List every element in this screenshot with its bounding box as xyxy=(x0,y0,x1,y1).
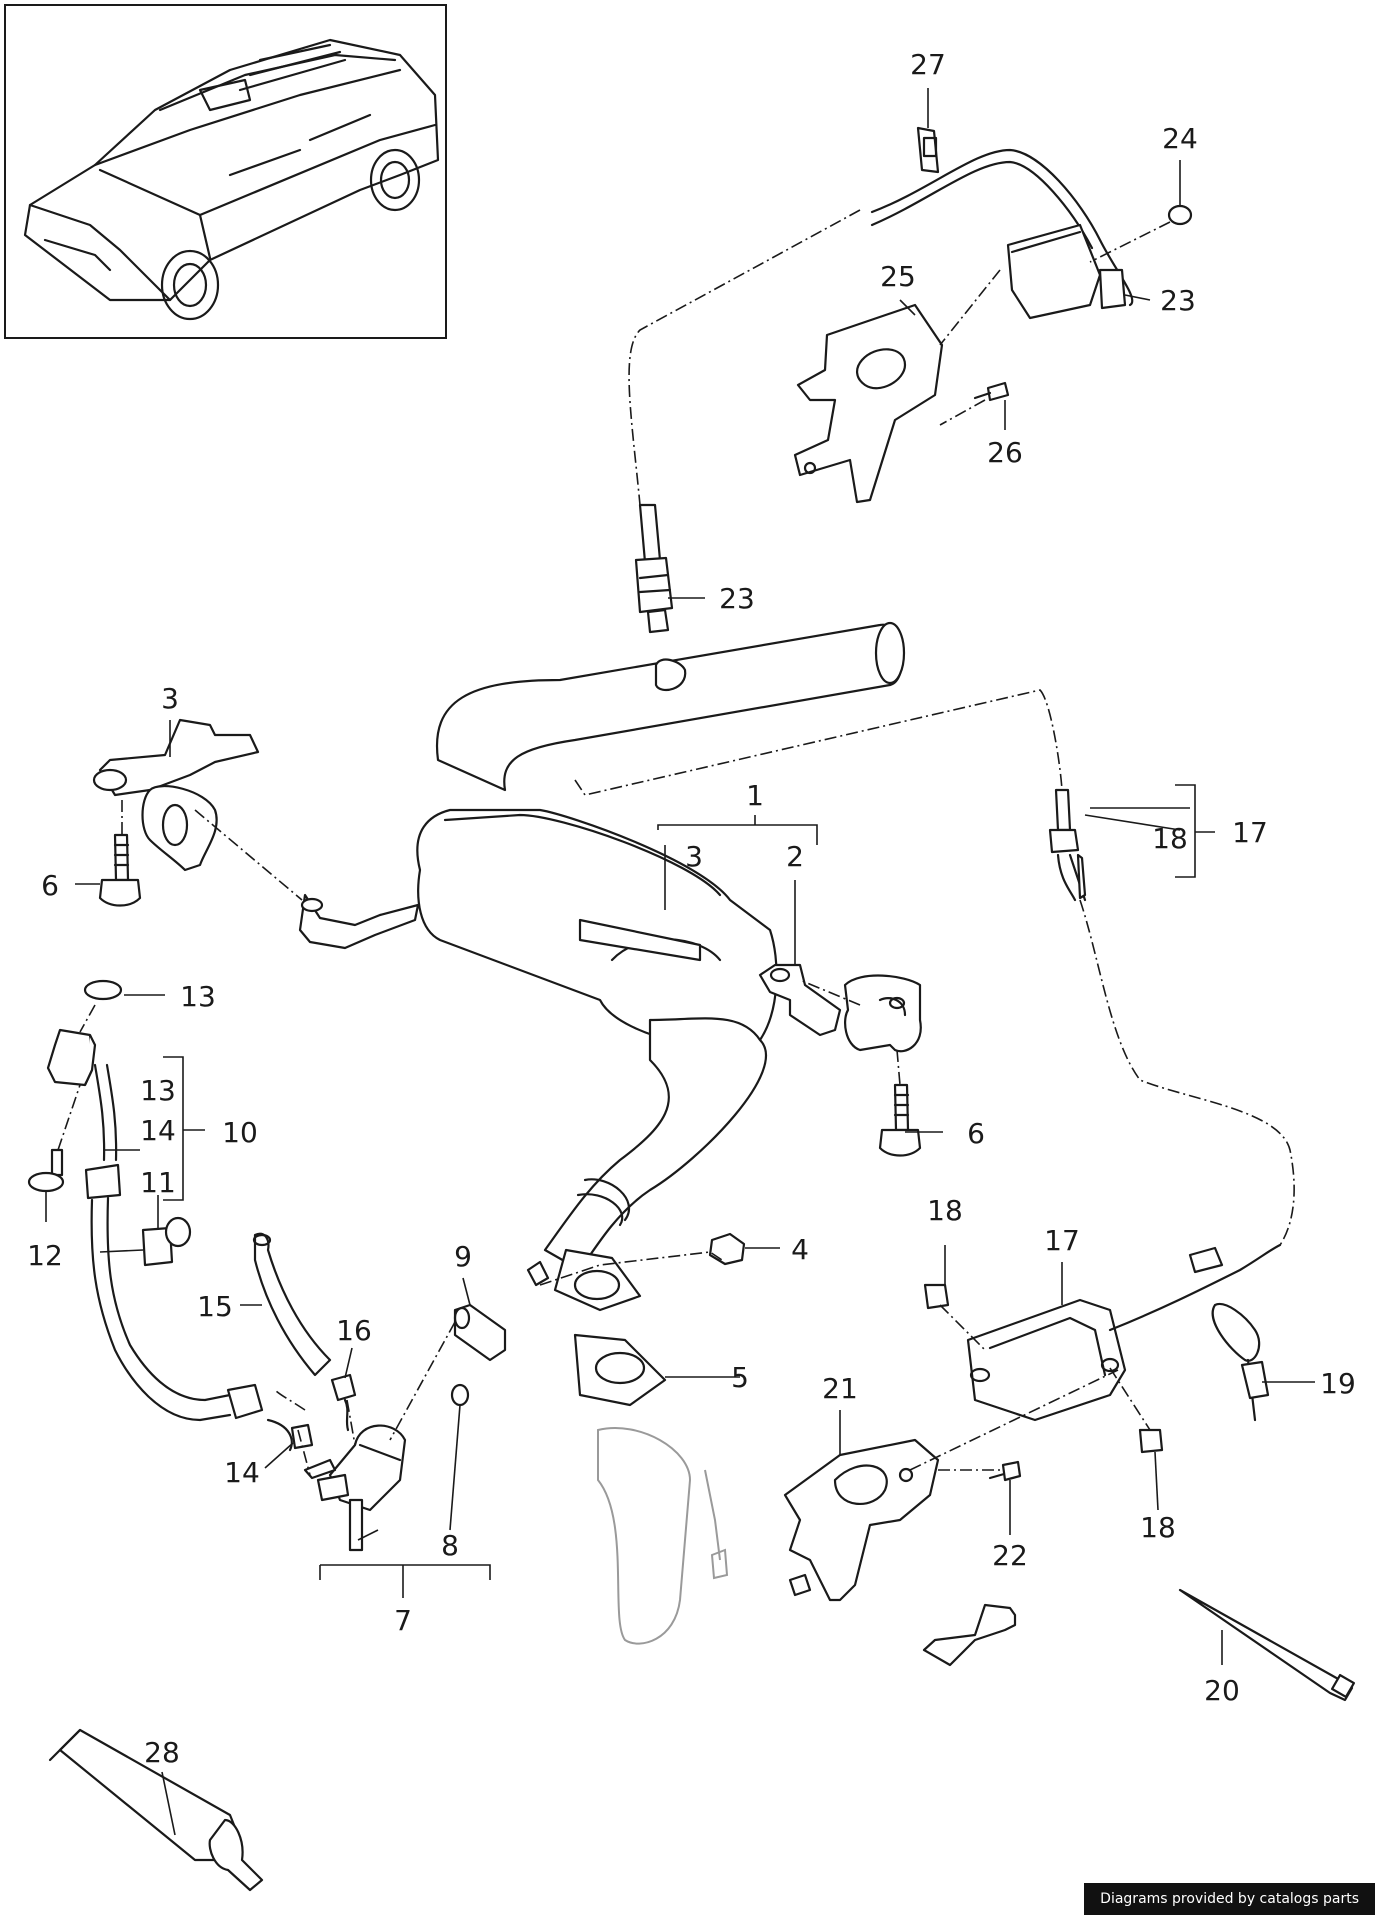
connector-13 xyxy=(46,1028,94,1087)
valve-7 xyxy=(328,1424,407,1512)
bolt-6-left xyxy=(113,833,130,882)
leader-lines xyxy=(45,88,1315,1836)
callout-20: 20 xyxy=(1204,1674,1240,1707)
vehicle-thumbnail xyxy=(4,4,447,339)
callout-6-right: 6 xyxy=(967,1117,985,1150)
muffler-assembly xyxy=(298,621,906,1645)
callout-25: 25 xyxy=(880,260,916,293)
callout-9: 9 xyxy=(454,1240,472,1273)
o-ring-13 xyxy=(83,979,123,1001)
screw-12 xyxy=(50,1148,64,1177)
callout-23-upper: 23 xyxy=(1160,284,1196,317)
credit-banner: Diagrams provided by catalogs parts xyxy=(1084,1883,1375,1915)
bolt-26 xyxy=(986,381,1010,402)
callout-labels: 27 24 23 25 26 23 3 1 3 2 18 17 6 13 13 … xyxy=(27,48,1356,1769)
hose-15 xyxy=(253,1232,332,1377)
callout-28: 28 xyxy=(144,1736,180,1769)
flange-upper xyxy=(553,1248,642,1312)
cable-tie-19 xyxy=(1211,1302,1261,1422)
gasket-5 xyxy=(573,1333,667,1407)
clamp-11 xyxy=(141,1226,174,1267)
nut-4 xyxy=(708,1232,746,1266)
valve-assembly xyxy=(303,1303,507,1552)
callout-18-upper: 18 xyxy=(1152,822,1188,855)
callout-18-mid: 18 xyxy=(927,1194,963,1227)
callout-14-upper: 14 xyxy=(140,1114,176,1147)
callout-15: 15 xyxy=(197,1290,233,1323)
callout-3-right: 3 xyxy=(685,840,703,873)
callout-1: 1 xyxy=(746,779,764,812)
callout-10: 10 xyxy=(222,1116,258,1149)
clip-18-a xyxy=(923,1283,950,1310)
callout-14-lower: 14 xyxy=(224,1456,260,1489)
callout-13-upper: 13 xyxy=(180,980,216,1013)
callout-24: 24 xyxy=(1162,122,1198,155)
callout-8: 8 xyxy=(441,1529,459,1562)
callout-7: 7 xyxy=(394,1604,412,1637)
clip-16 xyxy=(330,1373,357,1402)
o-ring-8 xyxy=(450,1383,470,1407)
callout-3-left: 3 xyxy=(161,682,179,715)
clamp-9 xyxy=(453,1303,507,1362)
callout-23-lower: 23 xyxy=(719,582,755,615)
callout-5: 5 xyxy=(731,1361,749,1394)
callout-11: 11 xyxy=(140,1166,176,1199)
tailpipe xyxy=(435,623,904,792)
callout-6-left: 6 xyxy=(41,869,59,902)
bracket-25 xyxy=(793,303,944,504)
probe-17-upper xyxy=(1054,788,1072,832)
paste-tube-28 xyxy=(48,1728,264,1892)
bolt-6-right xyxy=(893,1083,910,1132)
sensor-23-lower xyxy=(634,503,674,634)
bracket-2 xyxy=(758,963,842,1037)
callout-16: 16 xyxy=(336,1314,372,1347)
clip-14 xyxy=(290,1423,314,1450)
clip-18-b xyxy=(1138,1428,1164,1454)
callout-27: 27 xyxy=(910,48,946,81)
callout-2: 2 xyxy=(786,840,804,873)
hanger-bracket-right xyxy=(758,963,922,1157)
lower-sensor-group xyxy=(783,788,1356,1702)
sensor-box-upper xyxy=(1006,223,1102,320)
nut-24 xyxy=(1167,204,1193,226)
upper-sensor-group xyxy=(793,126,1193,504)
callout-17-upper: 17 xyxy=(1232,816,1268,849)
hanger-pipe xyxy=(298,893,420,950)
callout-13-lower: 13 xyxy=(140,1074,176,1107)
downpipe xyxy=(543,1017,768,1272)
sensor-box-17 xyxy=(966,1298,1127,1422)
callout-19: 19 xyxy=(1320,1367,1356,1400)
callout-18-lower: 18 xyxy=(1140,1511,1176,1544)
bolt-22 xyxy=(1001,1460,1022,1482)
bracket-21 xyxy=(783,1438,940,1602)
callout-17-lower: 17 xyxy=(1044,1224,1080,1257)
callout-26: 26 xyxy=(987,436,1023,469)
clamp-11-upper xyxy=(84,1163,122,1200)
bracket-21-base xyxy=(922,1603,1017,1667)
callout-21: 21 xyxy=(822,1372,858,1405)
rubber-mount-left xyxy=(141,785,218,872)
callout-22: 22 xyxy=(992,1539,1028,1572)
connection-lines xyxy=(57,209,1295,1476)
rubber-mount-right xyxy=(843,974,922,1053)
callout-4: 4 xyxy=(791,1233,809,1266)
callout-12: 12 xyxy=(27,1239,63,1272)
hose-assembly-left xyxy=(27,979,357,1452)
hanger-bracket-left xyxy=(92,718,260,907)
